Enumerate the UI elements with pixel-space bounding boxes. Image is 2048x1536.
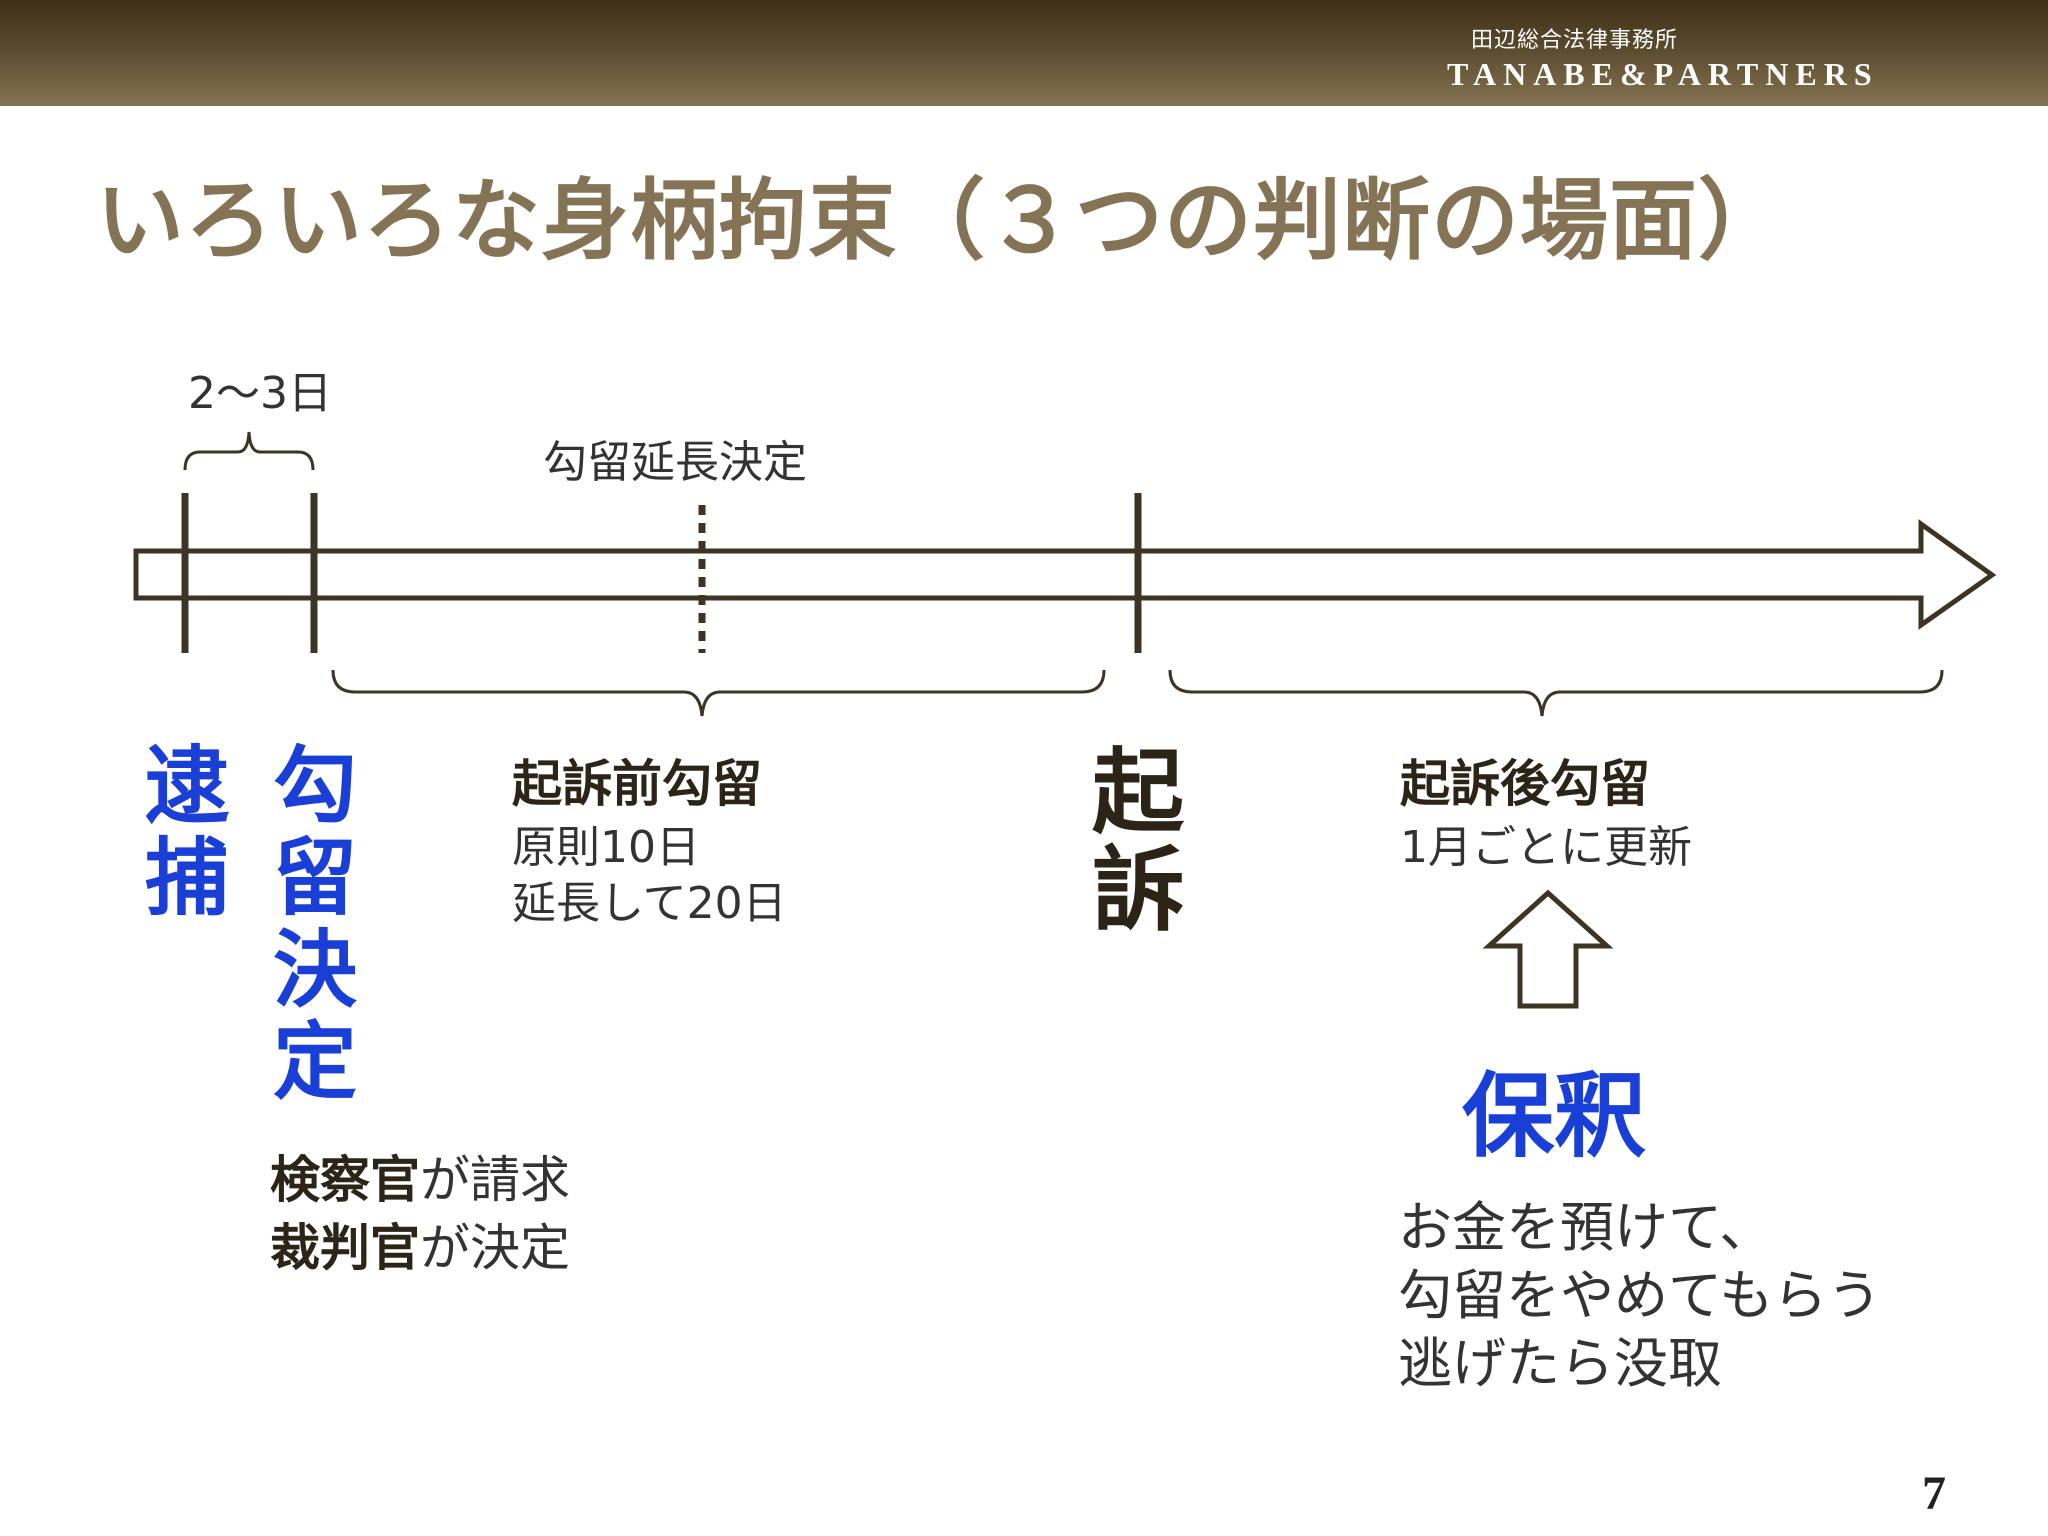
- pre-indictment-title: 起訴前勾留: [512, 755, 762, 813]
- request-line1-bold: 検察官: [270, 1151, 420, 1209]
- firm-name-en: TANABE&PARTNERS: [1447, 56, 1879, 92]
- request-line2: 裁判官が決定: [270, 1214, 570, 1282]
- bail-line1: お金を預けて、: [1398, 1196, 1774, 1259]
- firm-name-jp: 田辺総合法律事務所: [1470, 28, 1678, 53]
- request-line1-rest: が請求: [420, 1151, 570, 1209]
- pre-indictment-line1: 原則10日: [512, 822, 700, 873]
- timeline-arrow: [133, 519, 1997, 630]
- pre-indictment-line2: 延長して20日: [512, 878, 787, 929]
- page-number: 7: [1922, 1467, 1946, 1520]
- request-line2-bold: 裁判官: [270, 1219, 420, 1277]
- request-block: 検察官が請求 裁判官が決定: [270, 1146, 570, 1282]
- brace-pre-indictment: [331, 669, 1106, 717]
- detention-decision-label: 勾留決定: [272, 737, 357, 1111]
- indictment-label: 起訴: [1091, 739, 1184, 944]
- slide-title: いろいろな身柄拘束（３つの判断の場面）: [96, 169, 1788, 272]
- bail-line3: 逃げたら没取: [1398, 1332, 1722, 1395]
- arrest-label: 逮捕: [144, 737, 229, 927]
- post-indictment-block: 起訴後勾留 1月ごとに更新: [1400, 744, 1692, 876]
- extension-label: 勾留延長決定: [543, 437, 807, 488]
- pre-indictment-block: 起訴前勾留 原則10日 延長して20日: [512, 744, 787, 932]
- bail-label: 保釈: [1462, 1063, 1647, 1170]
- header-bar: [0, 0, 2048, 106]
- brace-post-indictment: [1168, 669, 1944, 717]
- post-indictment-line1: 1月ごとに更新: [1400, 822, 1692, 873]
- request-line1: 検察官が請求: [270, 1146, 570, 1214]
- up-arrow-icon: [1482, 889, 1614, 1009]
- brace-top: [183, 431, 315, 471]
- bail-line2: 勾留をやめてもらう: [1398, 1264, 1882, 1327]
- post-indictment-title: 起訴後勾留: [1400, 755, 1650, 813]
- brace-duration-label: 2〜3日: [188, 368, 332, 419]
- bail-description: お金を預けて、 勾留をやめてもらう 逃げたら没取: [1398, 1194, 1881, 1398]
- request-line2-rest: が決定: [420, 1219, 570, 1277]
